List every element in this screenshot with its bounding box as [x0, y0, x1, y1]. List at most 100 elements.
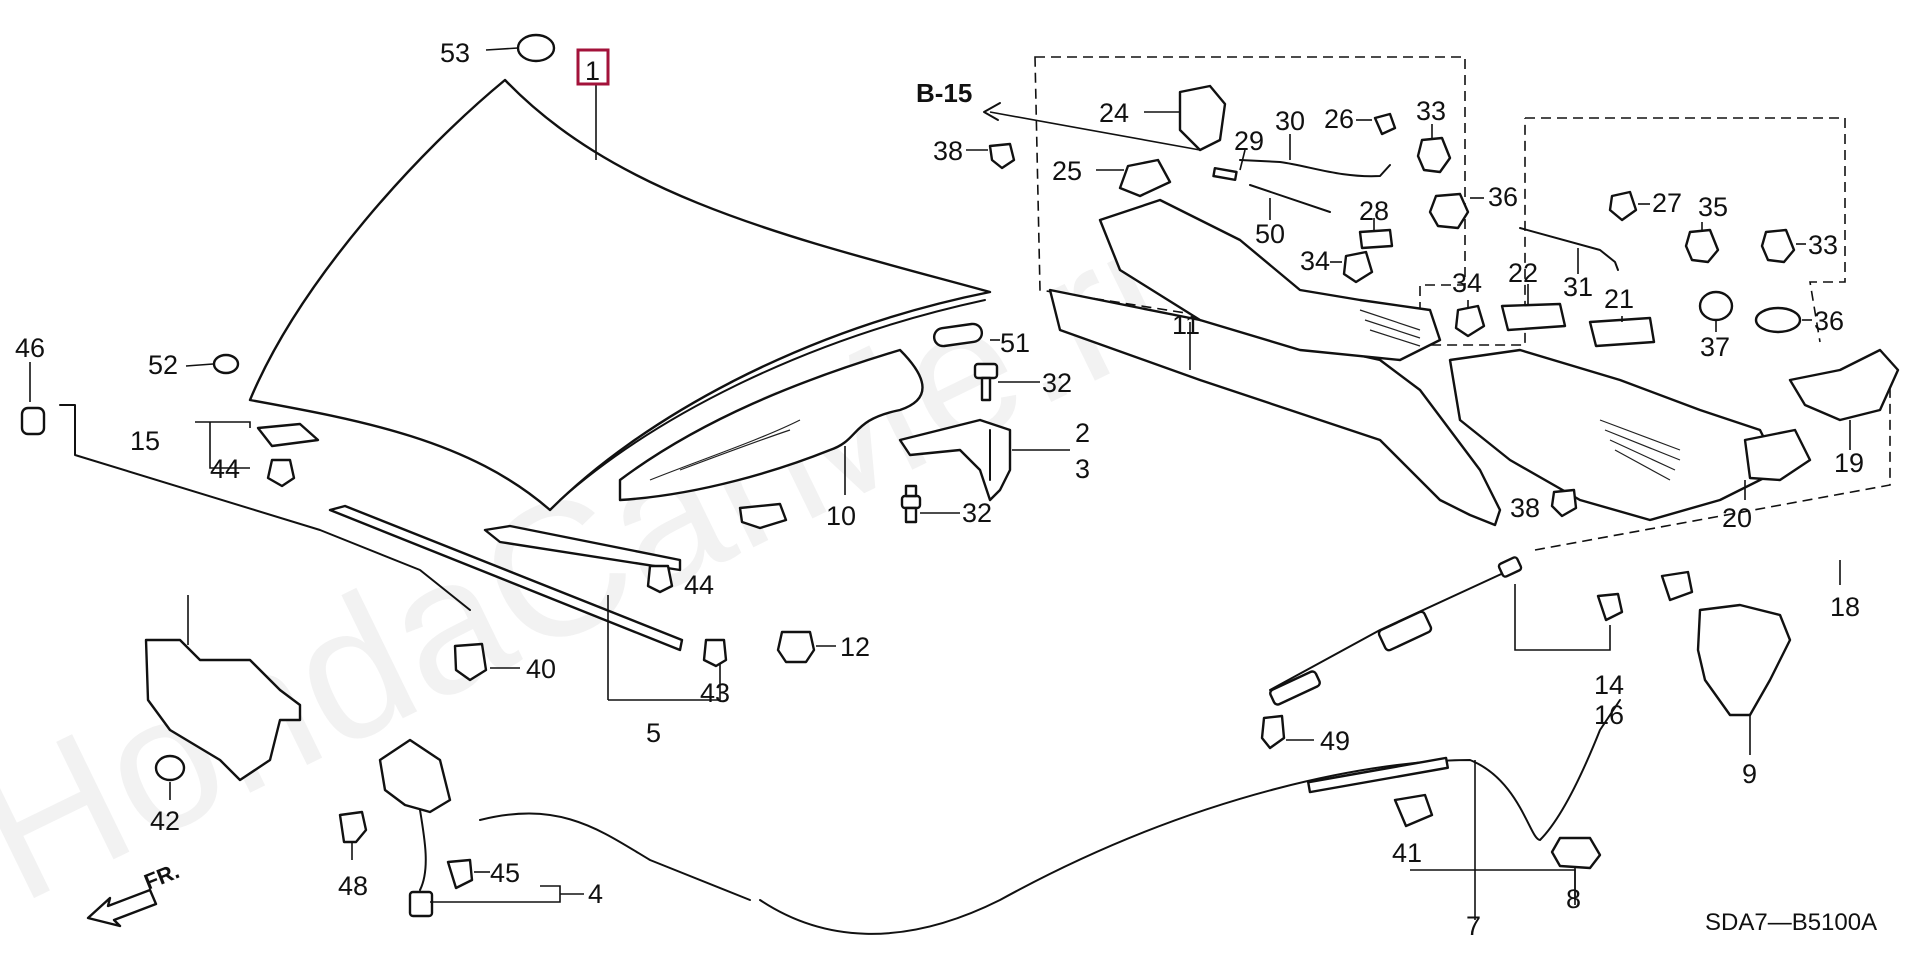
cap-53[interactable] [516, 33, 556, 63]
part-22[interactable] [1500, 302, 1567, 332]
callout-4: 4 [588, 879, 603, 909]
callout-50: 50 [1255, 219, 1285, 249]
callout-labels: 53 1 52 51 32 2 3 32 10 46 15 44 44 12 4… [15, 38, 1864, 941]
cap-52[interactable] [212, 353, 240, 375]
grommet-33-right[interactable] [1760, 228, 1796, 264]
washer-tube-31[interactable] [1519, 227, 1619, 271]
callout-14: 14 [1594, 670, 1624, 700]
diagram-code: SDA7—B5100A [1705, 909, 1877, 936]
part-29[interactable] [1212, 166, 1238, 182]
clip-44-mid[interactable] [646, 564, 674, 594]
part-27[interactable] [1608, 190, 1638, 222]
grommet-33-left[interactable] [1416, 136, 1452, 174]
part-24[interactable] [1178, 84, 1227, 152]
latch-9[interactable] [1696, 603, 1792, 717]
callout-31: 31 [1563, 272, 1593, 302]
bolt-32-lower[interactable] [900, 484, 922, 524]
callout-34b: 34 [1452, 268, 1482, 298]
callout-52: 52 [148, 350, 178, 380]
callout-35: 35 [1698, 192, 1728, 222]
seal-51[interactable] [932, 322, 984, 348]
callout-43: 43 [700, 678, 730, 708]
washer-hose-50[interactable] [1249, 184, 1331, 213]
callout-37: 37 [1700, 332, 1730, 362]
clip-45[interactable] [446, 858, 474, 890]
holder-15[interactable] [256, 422, 320, 448]
part-19[interactable] [1788, 348, 1900, 422]
callout-22: 22 [1508, 258, 1538, 288]
bolt-49[interactable] [1260, 714, 1286, 750]
callout-36b: 36 [1814, 306, 1844, 336]
cowl-group-box [1034, 56, 1466, 351]
washer-tube-30[interactable] [1239, 159, 1391, 178]
callout-40: 40 [526, 654, 556, 684]
callout-32b: 32 [962, 498, 992, 528]
callout-21: 21 [1604, 284, 1634, 314]
grommet-8[interactable] [1550, 836, 1602, 870]
callout-27: 27 [1652, 188, 1682, 218]
callout-15: 15 [130, 426, 160, 456]
callout-28: 28 [1359, 196, 1389, 226]
clip-44-upper[interactable] [266, 458, 296, 488]
callout-48: 48 [338, 871, 368, 901]
hood-hinge[interactable] [898, 418, 1012, 502]
callout-41: 41 [1392, 838, 1422, 868]
highlight-box-callout-1[interactable] [576, 48, 610, 86]
grommet-34-lower[interactable] [1454, 304, 1486, 338]
bolt-47[interactable] [1660, 570, 1694, 602]
cushion-12[interactable] [776, 630, 816, 664]
callout-33b: 33 [1808, 230, 1838, 260]
seal-36-right[interactable] [1754, 306, 1802, 334]
bolt-gas-stay[interactable] [1596, 592, 1624, 622]
cowl-top[interactable] [1048, 288, 1502, 527]
callout-44b: 44 [684, 570, 714, 600]
grommet-35[interactable] [1684, 228, 1720, 264]
clip-38-lower[interactable] [1550, 488, 1578, 518]
callout-3: 3 [1075, 454, 1090, 484]
callout-25: 25 [1052, 156, 1082, 186]
callout-16: 16 [1594, 700, 1624, 730]
callout-49: 49 [1320, 726, 1350, 756]
hood-gas-stay[interactable] [1269, 556, 1523, 706]
callout-30: 30 [1275, 106, 1305, 136]
hood-release-cable[interactable] [479, 699, 1621, 935]
callout-20: 20 [1722, 503, 1752, 533]
cowl-right-group-box [1399, 117, 1846, 346]
clip-38-upper[interactable] [988, 142, 1016, 170]
hood-lock[interactable] [378, 738, 452, 918]
clip-40[interactable] [453, 642, 488, 682]
cushion-42[interactable] [154, 754, 186, 782]
callout-38a: 38 [933, 136, 963, 166]
hood-panel[interactable] [248, 78, 992, 512]
part-20[interactable] [1743, 428, 1812, 482]
callout-29: 29 [1234, 126, 1264, 156]
hood-support-rod[interactable] [20, 404, 471, 611]
callout-45: 45 [490, 858, 520, 888]
clip-39[interactable] [738, 502, 788, 530]
callout-1[interactable]: 1 [585, 56, 600, 86]
grommet-34-upper[interactable] [1342, 250, 1374, 284]
bolt-48[interactable] [338, 810, 368, 844]
hood-seal[interactable] [328, 504, 684, 652]
part-26[interactable] [1373, 112, 1397, 136]
callout-42: 42 [150, 806, 180, 836]
bolt-32-upper[interactable] [973, 362, 999, 402]
clip-43[interactable] [702, 638, 728, 668]
left-cowl-cover[interactable] [1098, 198, 1442, 362]
callout-26: 26 [1324, 104, 1354, 134]
callout-51: 51 [1000, 328, 1030, 358]
seal-36-left[interactable] [1428, 192, 1470, 230]
callout-19: 19 [1834, 448, 1864, 478]
part-28[interactable] [1358, 228, 1394, 250]
section-ref-b15[interactable]: B-15 [916, 78, 972, 108]
lock-bracket[interactable] [144, 638, 302, 782]
clip-41[interactable] [1393, 793, 1434, 828]
callout-34a: 34 [1300, 246, 1330, 276]
part-21[interactable] [1588, 316, 1656, 348]
right-cowl-cover[interactable] [1448, 348, 1782, 522]
cowl-bottom-box [1534, 360, 1891, 551]
seal-37[interactable] [1698, 290, 1734, 322]
part-25[interactable] [1118, 158, 1172, 198]
callout-33a: 33 [1416, 96, 1446, 126]
